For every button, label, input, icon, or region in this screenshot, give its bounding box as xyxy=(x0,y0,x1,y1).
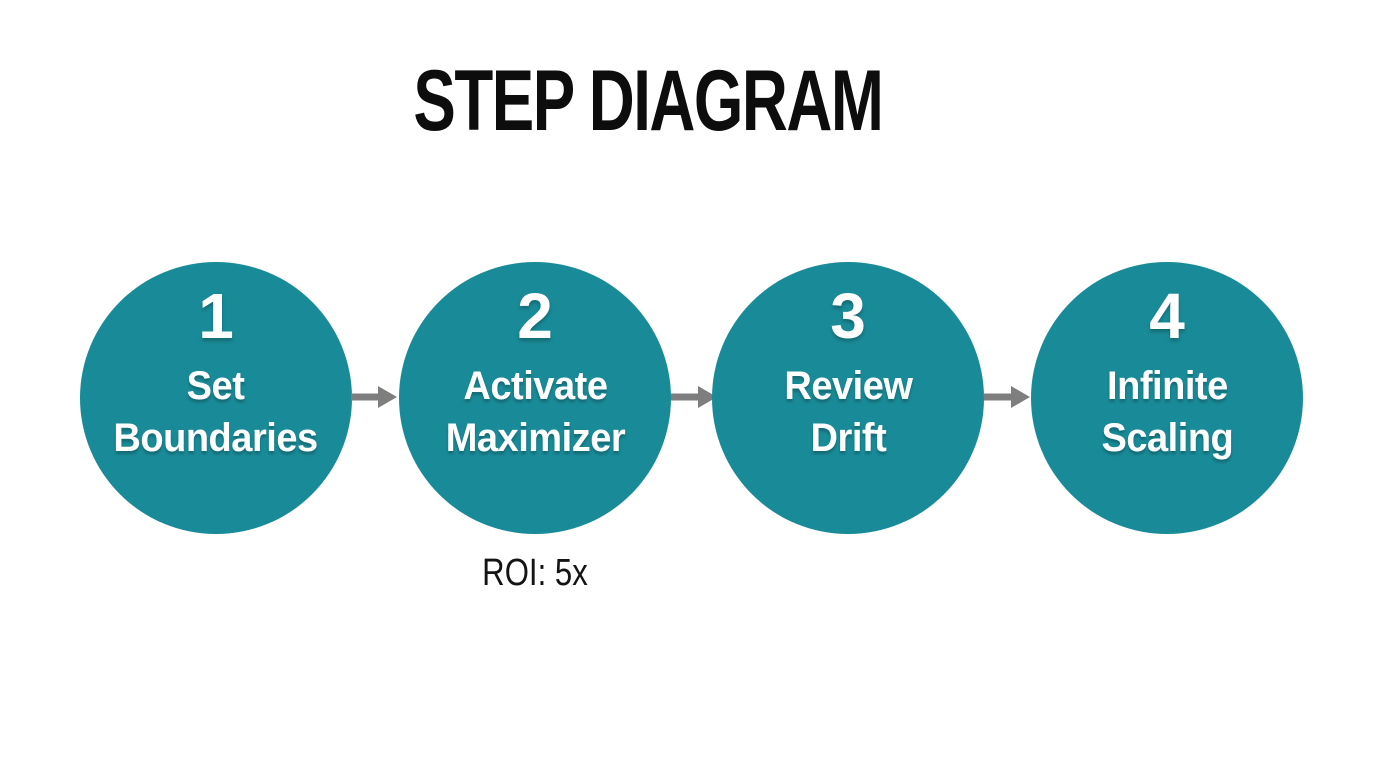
step-1-label-line1: Set xyxy=(187,364,245,408)
step-4-number: 4 xyxy=(1149,280,1185,352)
page-title: STEP DIAGRAM xyxy=(0,58,1376,144)
right-arrow-icon xyxy=(671,386,717,408)
step-circle-2: 2 Activate Maximizer xyxy=(399,262,671,534)
step-4-content: 4 Infinite Scaling xyxy=(1098,284,1237,464)
step-2-label-line2: Maximizer xyxy=(445,416,625,460)
step-3-content: 3 Review Drift xyxy=(781,284,916,464)
step-4-label-line2: Scaling xyxy=(1101,416,1233,460)
step-circle-3: 3 Review Drift xyxy=(712,262,984,534)
step-2-content: 2 Activate Maximizer xyxy=(441,284,630,464)
roi-note: ROI: 5x xyxy=(482,552,588,594)
right-arrow-icon xyxy=(351,386,397,408)
right-arrow-icon xyxy=(984,386,1030,408)
step-2-label-line1: Activate xyxy=(462,364,608,408)
step-3-label-line1: Review xyxy=(783,364,913,408)
step-3-label-line2: Drift xyxy=(810,416,886,460)
step-circle-1: 1 Set Boundaries xyxy=(80,262,352,534)
step-1-content: 1 Set Boundaries xyxy=(108,284,323,464)
step-circle-4: 4 Infinite Scaling xyxy=(1031,262,1303,534)
step-1-number: 1 xyxy=(198,280,234,352)
step-4-label-line1: Infinite xyxy=(1106,364,1228,408)
page-title-text: STEP DIAGRAM xyxy=(413,53,884,149)
step-3-number: 3 xyxy=(830,280,866,352)
step-1-label-line2: Boundaries xyxy=(113,416,319,460)
step-2-number: 2 xyxy=(517,280,553,352)
